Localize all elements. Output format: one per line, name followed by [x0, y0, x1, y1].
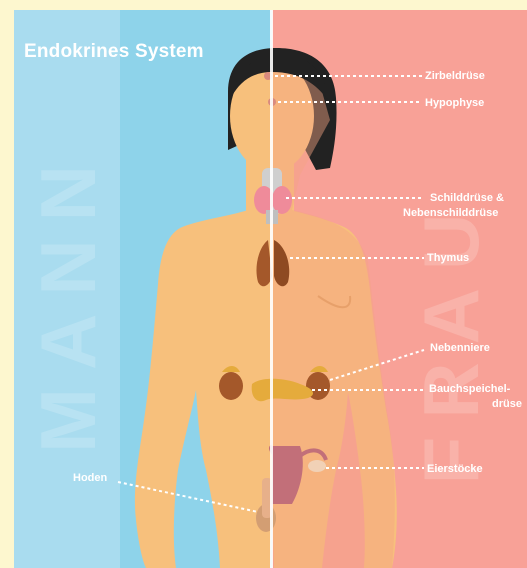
- label-thyroid-line2: Nebenschilddrüse: [403, 206, 498, 220]
- label-pituitary: Hypophyse: [425, 96, 484, 110]
- female-watermark: FRAU: [407, 196, 495, 485]
- diagram-title: Endokrines System: [24, 41, 204, 63]
- center-divider: [270, 10, 273, 568]
- label-pancreas-line2: drüse: [492, 397, 522, 411]
- label-adrenal: Nebenniere: [430, 341, 490, 355]
- label-pancreas-line1: Bauchspeichel-: [429, 382, 510, 396]
- male-watermark: MANN: [24, 147, 112, 453]
- label-pineal: Zirbeldrüse: [425, 69, 485, 83]
- label-thymus: Thymus: [427, 251, 469, 265]
- label-thyroid-line1: Schilddrüse &: [430, 191, 504, 205]
- label-testes: Hoden: [73, 471, 107, 485]
- label-ovaries: Eierstöcke: [427, 462, 483, 476]
